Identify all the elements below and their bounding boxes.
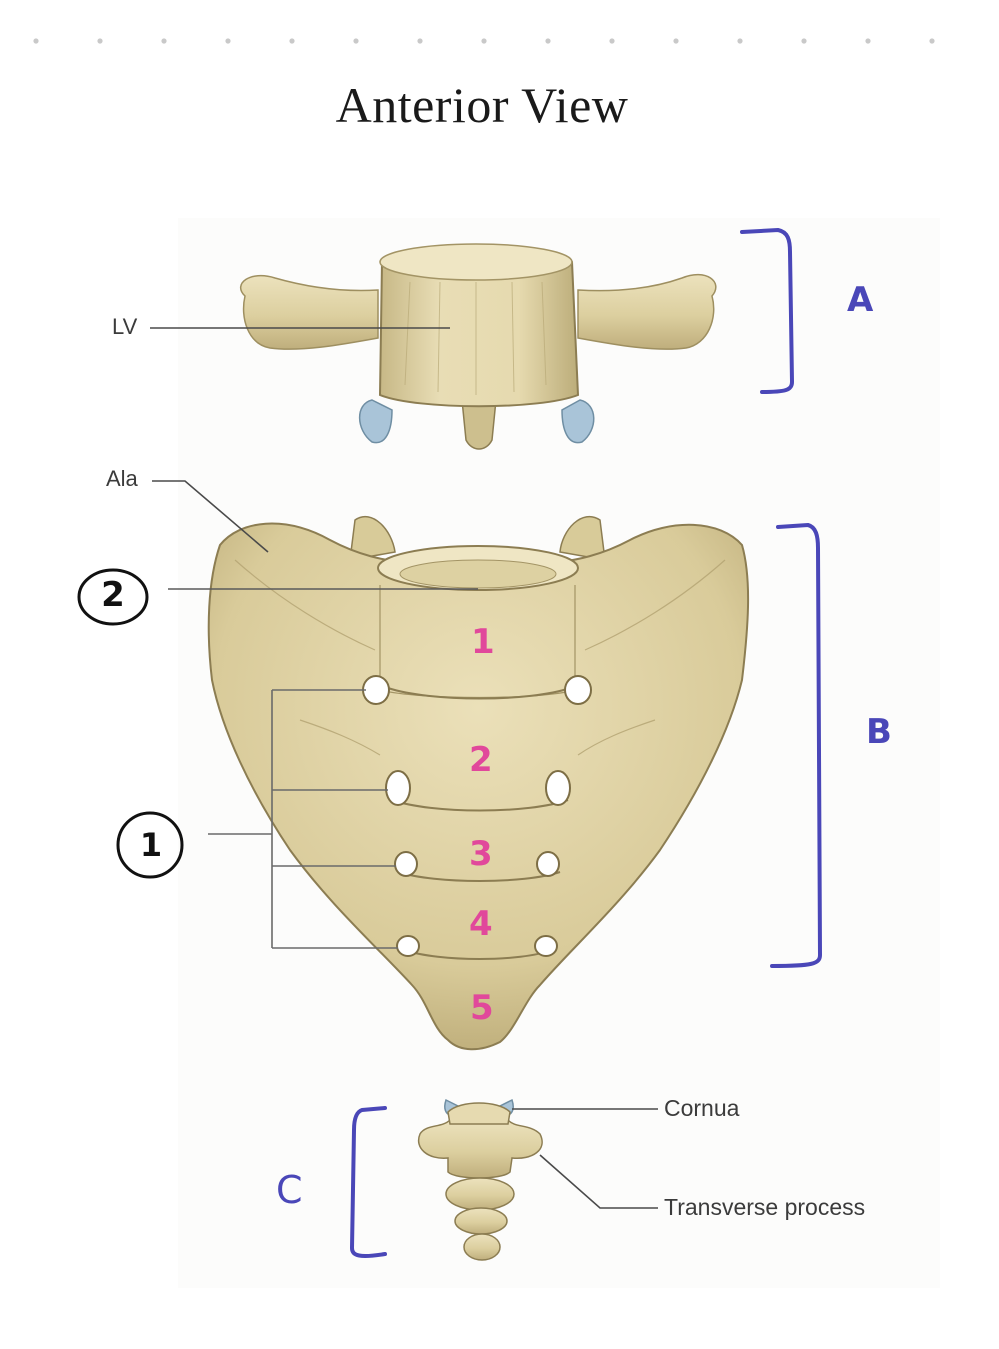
coccyx xyxy=(417,1098,543,1261)
ala-leader xyxy=(152,480,269,553)
callout-2-circle xyxy=(77,568,149,626)
sacral-segment-5: 5 xyxy=(470,988,494,1028)
transverse-process-leader xyxy=(539,1154,658,1209)
sacrum xyxy=(207,515,750,1051)
callout-2-number: 2 xyxy=(101,575,125,615)
handwritten-brackets xyxy=(350,228,822,1258)
label-cornua: Cornua xyxy=(664,1095,740,1121)
bracket-b-label: B xyxy=(866,712,892,752)
callout-1-leaders xyxy=(208,689,398,949)
bracket-b xyxy=(770,523,822,968)
callout-1-number: 1 xyxy=(139,826,163,864)
page-dot-divider xyxy=(33,38,935,44)
lumbar-vertebra xyxy=(239,243,717,450)
sacral-segment-3: 3 xyxy=(469,834,493,874)
bracket-c-label: C xyxy=(276,1168,303,1212)
label-lv: LV xyxy=(112,314,138,339)
sacral-segment-4: 4 xyxy=(469,904,493,944)
bracket-a-label: A xyxy=(847,280,874,320)
label-leaders xyxy=(150,327,658,1209)
sacral-segment-1: 1 xyxy=(471,622,495,662)
label-ala: Ala xyxy=(106,466,138,491)
page-title: Anterior View xyxy=(335,77,629,133)
bracket-c xyxy=(350,1106,387,1258)
sacral-segment-2: 2 xyxy=(469,740,493,780)
bracket-a xyxy=(740,228,794,394)
callout-1-circle xyxy=(116,811,184,879)
handwritten-circles xyxy=(77,568,184,879)
label-transverse-process: Transverse process xyxy=(664,1194,866,1220)
